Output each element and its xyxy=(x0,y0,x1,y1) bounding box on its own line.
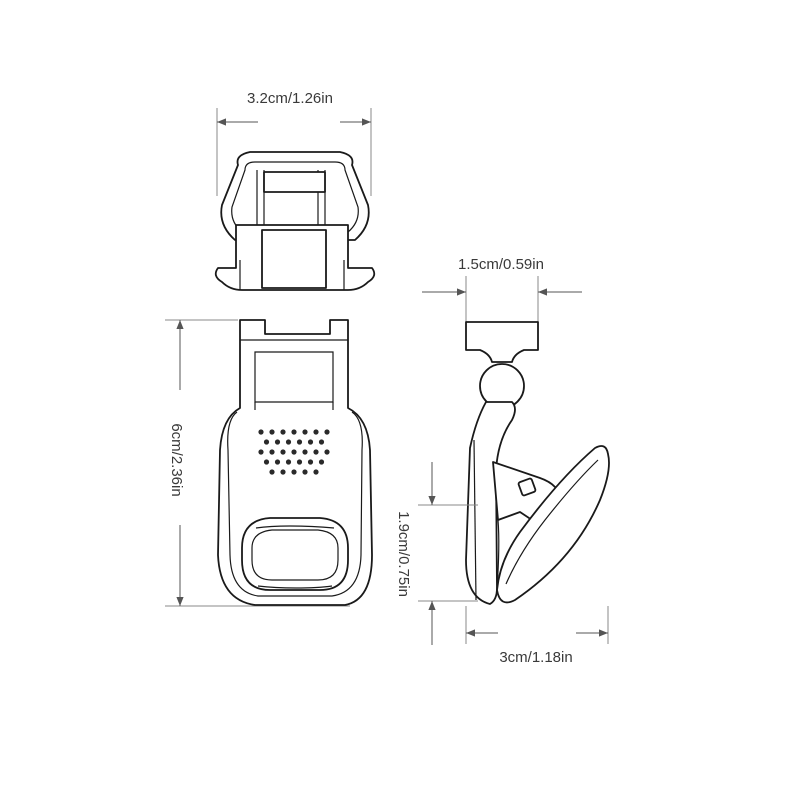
grip-dot xyxy=(291,469,297,475)
clip-height-label: 6cm/2.36in xyxy=(168,423,185,496)
grip-dot xyxy=(285,439,292,445)
side-width-label: 3cm/1.18in xyxy=(499,649,572,666)
neck-width-dimension: 1.5cm/0.59in xyxy=(422,256,582,322)
grip-dot xyxy=(302,469,308,475)
top-width-label: 3.2cm/1.26in xyxy=(247,90,333,107)
clip-side-view xyxy=(465,321,610,605)
grip-dot xyxy=(274,459,281,465)
grip-dot xyxy=(280,449,286,455)
grip-dot xyxy=(313,429,319,435)
grip-dot xyxy=(263,439,270,445)
grip-dot xyxy=(296,459,303,465)
grip-dot xyxy=(324,429,330,435)
grip-dot xyxy=(324,449,330,455)
grip-dot xyxy=(285,459,292,465)
top-width-dimension: 3.2cm/1.26in xyxy=(216,90,372,196)
grip-dot xyxy=(296,439,303,445)
grip-dot xyxy=(291,429,297,435)
clip-front-body xyxy=(217,319,373,606)
grip-dot xyxy=(269,429,275,435)
grip-dots xyxy=(258,429,330,475)
grip-dot xyxy=(313,449,319,455)
grip-dot xyxy=(269,469,275,475)
grip-dot xyxy=(263,459,270,465)
jaw-height-dimension: 1.9cm/0.75in xyxy=(395,462,478,645)
grip-dot xyxy=(269,449,275,455)
grip-dot xyxy=(291,449,297,455)
grip-dot xyxy=(280,429,286,435)
grip-dot xyxy=(307,459,314,465)
grip-dot xyxy=(302,429,308,435)
grip-dot xyxy=(258,429,264,435)
grip-dot xyxy=(274,439,281,445)
grip-dot xyxy=(280,469,286,475)
jaw-height-label: 1.9cm/0.75in xyxy=(395,511,412,597)
clip-height-dimension: 6cm/2.36in xyxy=(165,319,350,607)
grip-dot xyxy=(307,439,314,445)
grip-dot xyxy=(318,459,325,465)
grip-dot xyxy=(258,449,264,455)
grip-dot xyxy=(313,469,319,475)
grip-dot xyxy=(318,439,325,445)
neck-width-label: 1.5cm/0.59in xyxy=(458,256,544,273)
top-cap-part xyxy=(214,151,376,291)
grip-dot xyxy=(302,449,308,455)
side-width-dimension: 3cm/1.18in xyxy=(465,606,609,666)
